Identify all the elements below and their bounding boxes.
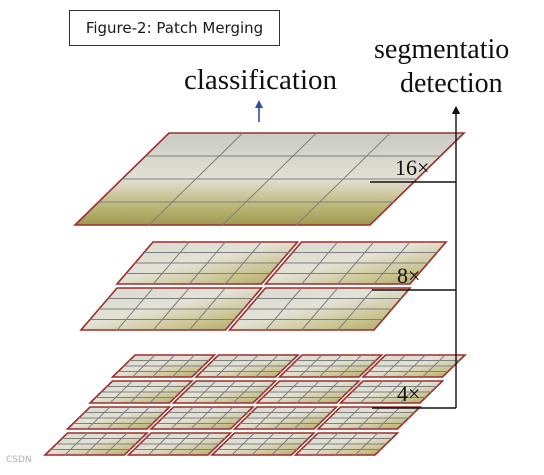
patch-tile-4x-r3-c2 bbox=[210, 432, 316, 456]
patch-tile-4x-r2-c2 bbox=[232, 406, 339, 430]
patch-tile-4x-r3-c0 bbox=[43, 432, 149, 456]
patch-tile-4x-r3-c3 bbox=[293, 432, 400, 456]
classification-label: classification bbox=[184, 64, 338, 96]
patch-tile-4x-r1-c0 bbox=[88, 380, 194, 404]
scale-4x-label: 4× bbox=[397, 381, 421, 406]
patch-tile-4x-r2-c3 bbox=[316, 406, 422, 430]
feature-connector-lines bbox=[370, 105, 461, 409]
patch-tile-4x-r1-c2 bbox=[255, 380, 361, 404]
patch-tile-4x-r3-c1 bbox=[126, 432, 233, 456]
patch-tile-8x-r0-c1 bbox=[263, 241, 448, 285]
patch-tile-4x-r0-c0 bbox=[110, 354, 217, 378]
patch-tile-4x-r1-c3 bbox=[338, 380, 445, 404]
detection-label: detection bbox=[400, 68, 503, 99]
scale-16x-label: 16× bbox=[395, 155, 430, 180]
patch-tile-4x-r0-c2 bbox=[277, 354, 384, 378]
watermark: CSDN bbox=[6, 455, 32, 465]
patch-tile-8x-r1-c1 bbox=[227, 287, 412, 331]
patch-tile-8x-r0-c0 bbox=[115, 241, 300, 285]
patch-tile-16x-r0-c0 bbox=[73, 132, 466, 226]
patch-layers bbox=[43, 132, 467, 456]
patch-tile-4x-r2-c0 bbox=[65, 406, 172, 430]
caption-text: Figure-2: Patch Merging bbox=[85, 19, 264, 37]
patch-tile-4x-r0-c1 bbox=[194, 354, 300, 378]
patch-tile-4x-r2-c1 bbox=[149, 406, 255, 430]
scale-8x-label: 8× bbox=[397, 263, 421, 288]
segmentation-label: segmentatio bbox=[374, 34, 510, 65]
patch-tile-4x-r0-c3 bbox=[361, 354, 467, 378]
patch-tile-4x-r1-c1 bbox=[171, 380, 278, 404]
patch-tile-8x-r1-c0 bbox=[79, 287, 264, 331]
figure-caption: Figure-2: Patch Merging bbox=[69, 10, 280, 46]
